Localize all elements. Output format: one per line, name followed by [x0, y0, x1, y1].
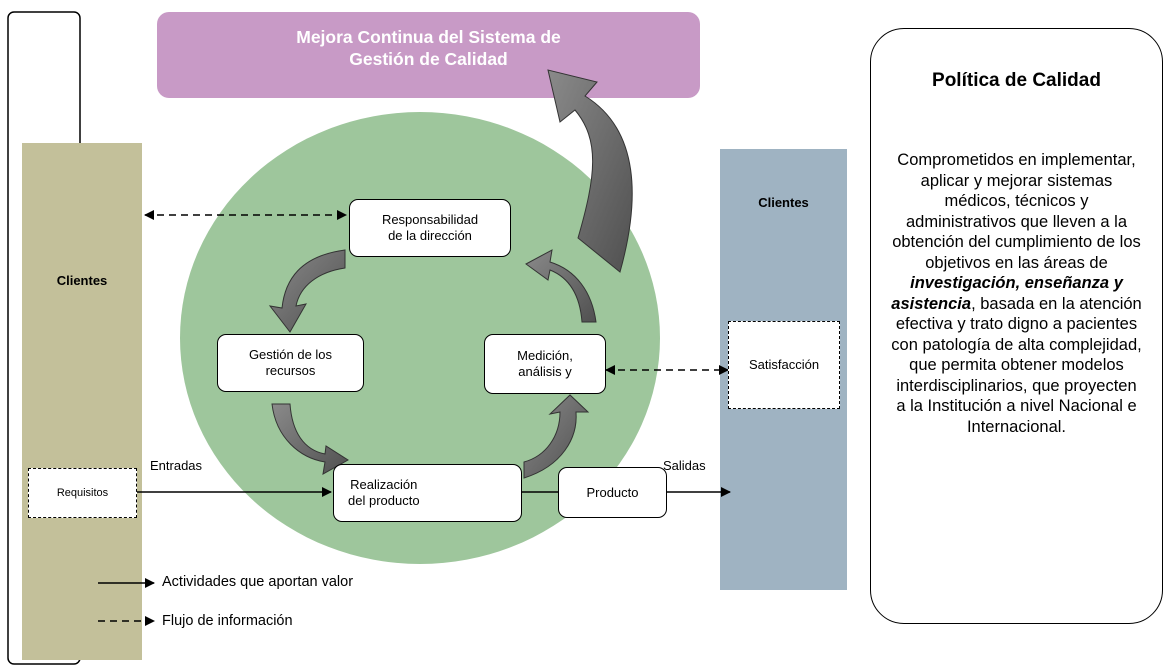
- responsabilidad-line-2: de la dirección: [388, 228, 472, 243]
- gestion-line-1: Gestión de los: [248, 347, 333, 362]
- policy-text-emphasis: investigación, enseñanza y asistencia: [891, 274, 1123, 313]
- requisitos-box: Requisitos: [28, 468, 137, 518]
- salidas-label: Salidas: [663, 458, 706, 473]
- realizacion-line-1: Realización: [350, 477, 418, 492]
- cycle-arrow-top-left: [268, 249, 346, 333]
- satisfaccion-box: Satisfacción: [728, 321, 840, 409]
- gestion-box: Gestión de los recursos: [217, 334, 364, 392]
- banner-line-1: Mejora Continua del Sistema de: [296, 27, 561, 47]
- left-clients-label: Clientes: [56, 272, 108, 288]
- medicion-box: Medición, análisis y: [484, 334, 606, 394]
- quality-policy-panel: [870, 28, 1163, 624]
- improvement-arrow: [547, 69, 633, 273]
- medicion-line-2: análisis y: [518, 364, 572, 379]
- realizacion-box: Realización del producto: [333, 464, 522, 522]
- responsabilidad-line-1: Responsabilidad: [381, 212, 479, 227]
- policy-text-before: Comprometidos en implementar, aplicar y …: [892, 151, 1141, 272]
- quality-policy-text: Comprometidos en implementar, aplicar y …: [890, 150, 1143, 437]
- gestion-line-2: recursos: [265, 363, 316, 378]
- entradas-label: Entradas: [150, 458, 203, 473]
- policy-text-after: , basada en la atención efectiva y trato…: [891, 294, 1142, 436]
- realizacion-line-2: del producto: [348, 493, 420, 508]
- cycle-arrow-bottom-left: [271, 403, 349, 475]
- cycle-arrow-bottom-right: [523, 394, 590, 479]
- realizacion-text: Realización del producto: [348, 477, 420, 509]
- medicion-line-1: Medición,: [517, 348, 573, 363]
- banner-title: Mejora Continua del Sistema de Gestión d…: [157, 18, 700, 78]
- producto-box: Producto: [558, 467, 667, 518]
- legend-solid-label: Actividades que aportan valor: [162, 574, 354, 590]
- left-clients-column: [22, 143, 142, 660]
- cycle-arrow-top-right: [525, 249, 597, 323]
- legend-dashed-label: Flujo de información: [162, 613, 293, 629]
- right-clients-label: Clientes: [758, 194, 809, 210]
- banner-line-2: Gestión de Calidad: [349, 49, 508, 69]
- responsabilidad-box: Responsabilidad de la dirección: [349, 199, 511, 257]
- quality-policy-title: Política de Calidad: [932, 70, 1101, 91]
